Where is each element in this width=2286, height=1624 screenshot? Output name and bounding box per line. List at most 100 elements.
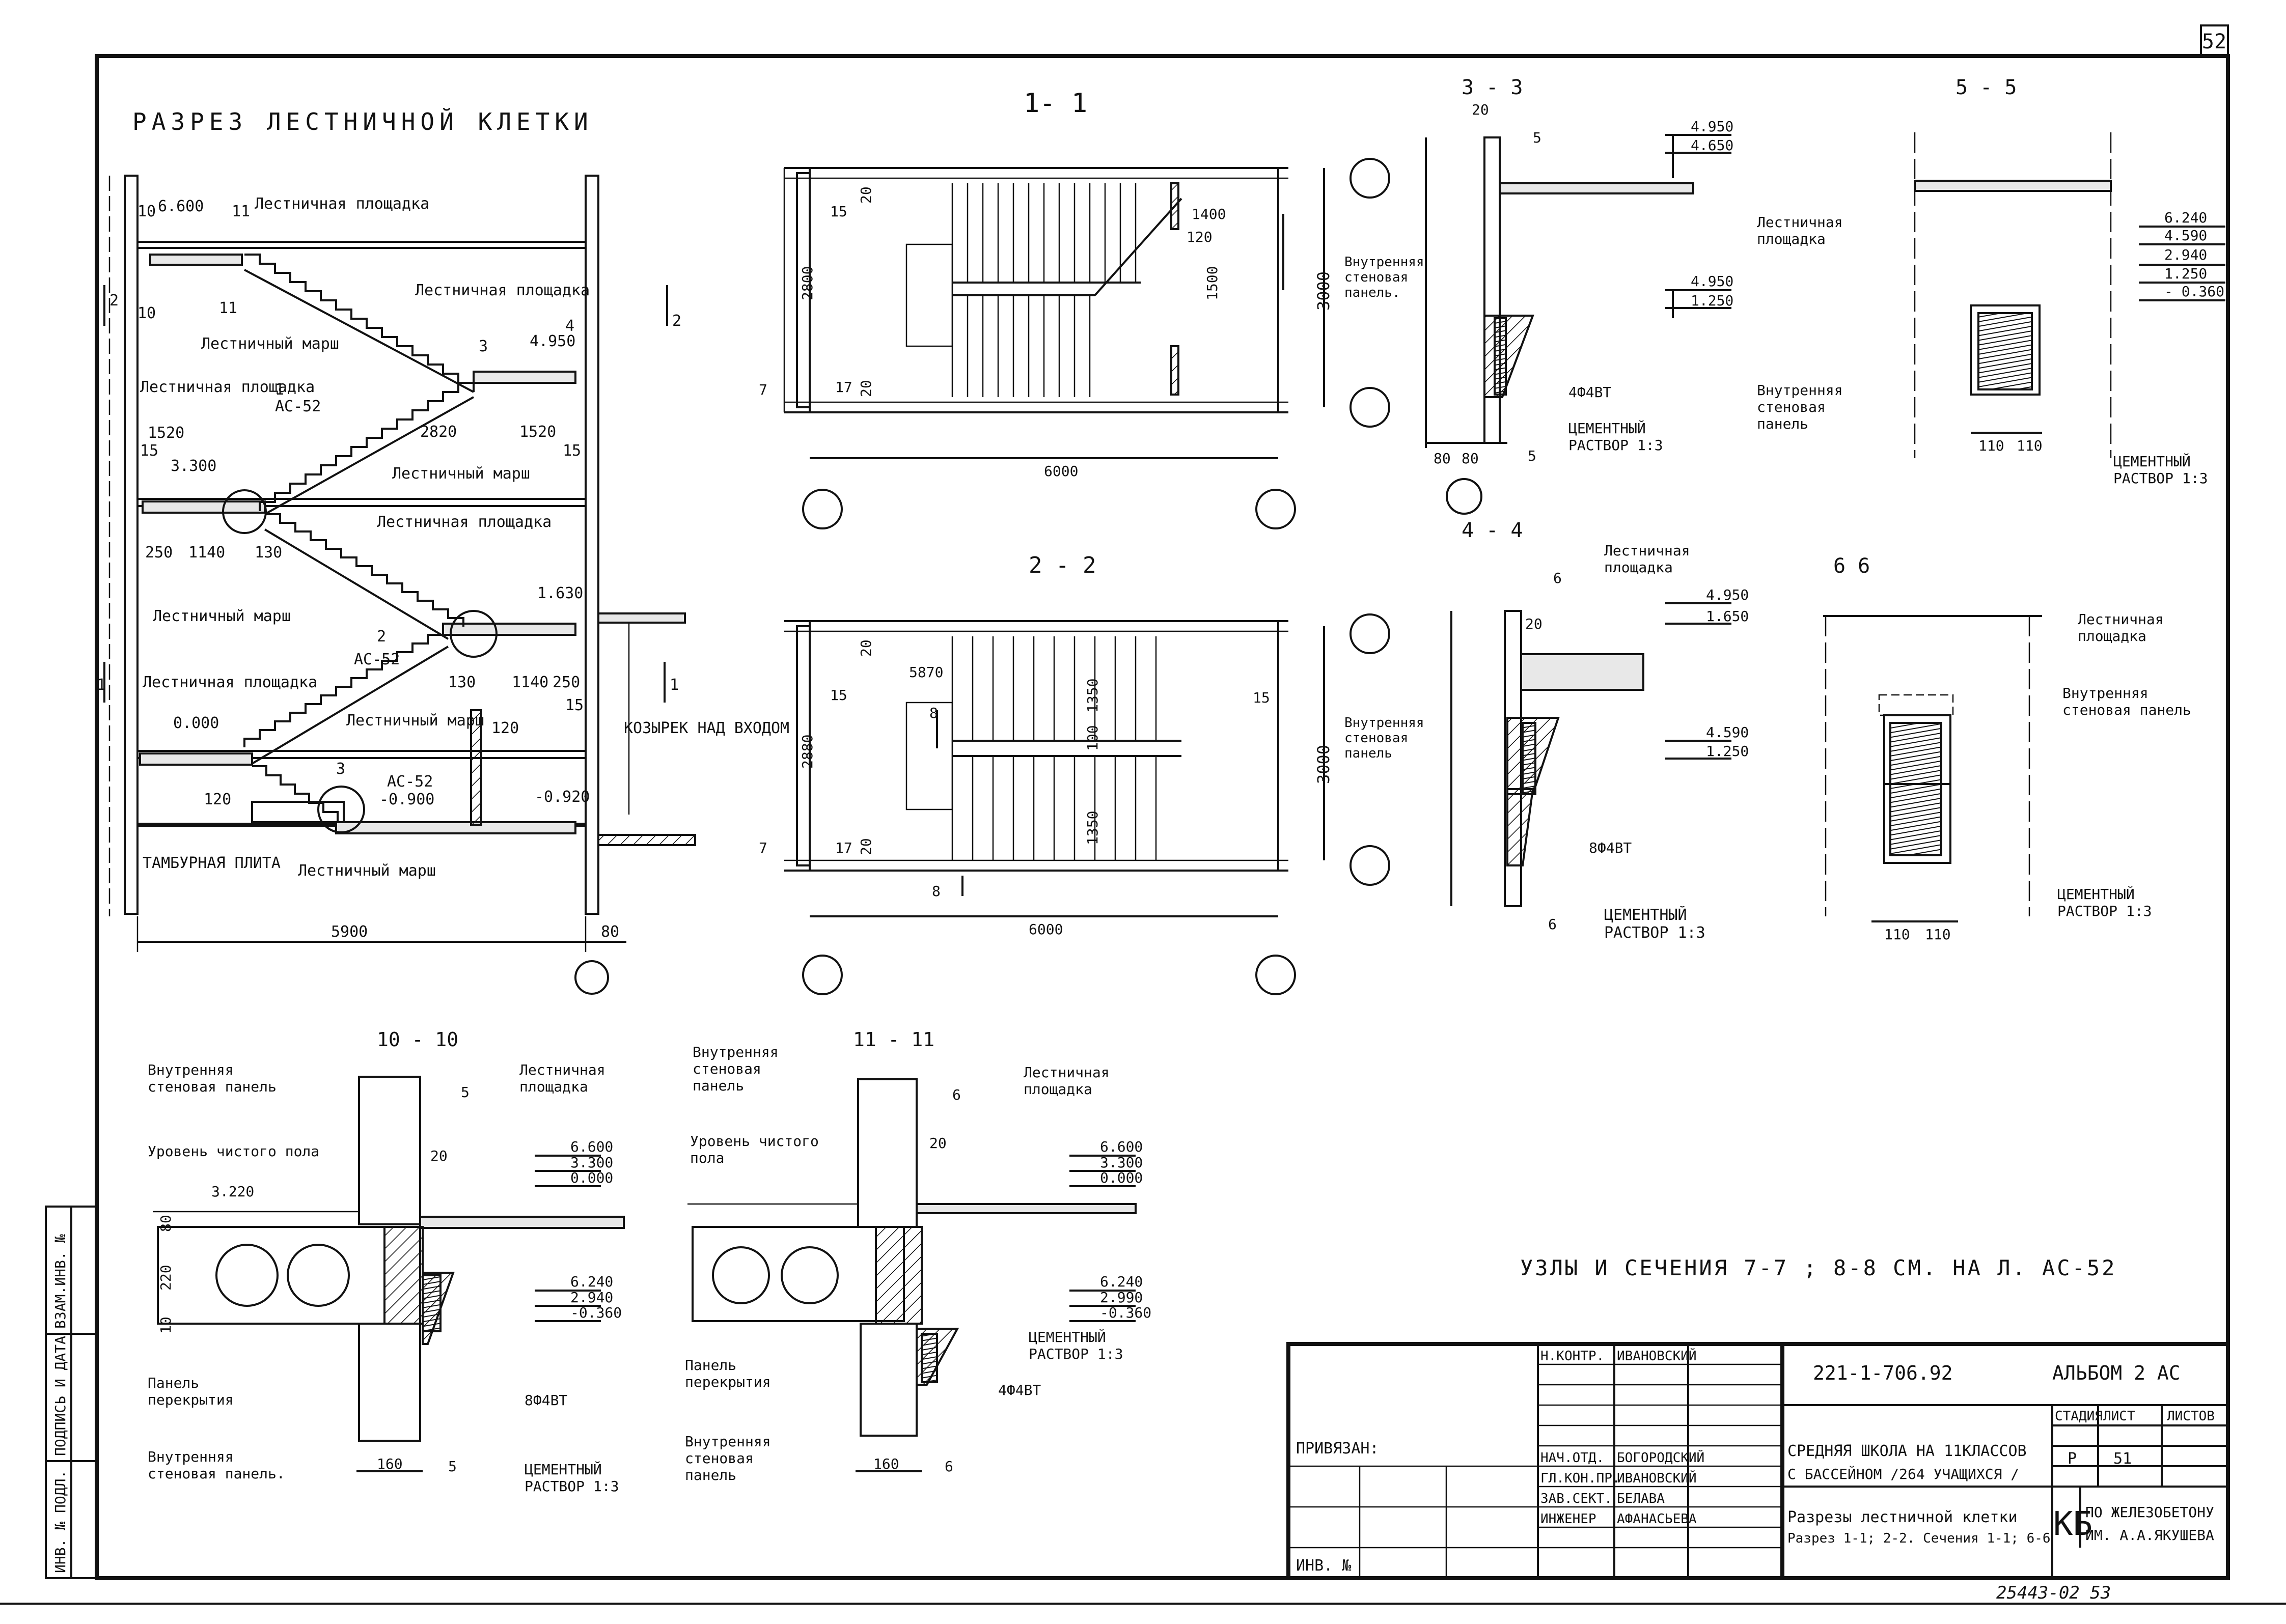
s1010-la1: 3.300 [570,1154,613,1171]
cut-1a: 1 [97,676,106,694]
s66-mortar: ЦЕМЕНТНЫЙ РАСТВОР 1:3 [2057,886,2152,919]
s1111-160: 160 [873,1455,899,1472]
num-10b: 10 [137,304,156,322]
s1010-panel-bot: Внутренняя стеновая панель. [148,1448,285,1482]
tb-stage-h: СТАДИЯ [2055,1409,2103,1424]
p11-17: 17 [835,379,852,396]
tb-drawing-2: Разрез 1-1; 2-2. Сечения 1-1; 6-6 [1787,1531,2051,1546]
p22-cut8: 8 [929,705,938,721]
s1111-mortar: ЦЕМЕНТНЫЙ РАСТВОР 1:3 [1029,1329,1123,1362]
s1010-10: 10 [157,1317,174,1334]
s55-mortar: ЦЕМЕНТНЫЙ РАСТВОР 1:3 [2113,453,2208,487]
s1010-160: 160 [377,1455,403,1472]
num-1: 1 [275,381,284,399]
label-platform-low: Лестничная площадка [143,674,317,691]
tb-org-code: КБ [2053,1505,2092,1543]
s44-lev3: 4.590 [1706,724,1749,741]
note-nodes: УЗЛЫ И СЕЧЕНИЯ 7-7 ; 8-8 СМ. НА Л. АС-52 [1520,1255,2116,1280]
label-flight-1: Лестничный марш [201,335,339,353]
title-block [1286,1342,2230,1580]
s1111-floor: Уровень чистого пола [690,1133,819,1166]
s66-110a: 110 [1884,926,1910,943]
label-flight-5: Лестничный марш [298,862,436,880]
dim-250b: 250 [553,674,580,691]
label-platform-left1: Лестничная площадка [140,378,315,396]
p11-120: 120 [1187,229,1213,245]
s44-panel: Внутренняя стеновая панель [1344,715,1424,761]
s33-lev2: 4.650 [1691,137,1733,154]
section-3-3 [1425,134,1731,515]
tb-role-2: ГЛ.КОН.ПР. [1540,1471,1620,1486]
title-10-10: 10 - 10 [377,1028,458,1051]
p22-17: 17 [835,839,852,856]
p11-2800: 2800 [799,266,816,300]
s44-lev2: 1.650 [1706,608,1749,625]
tb-org-1: ПО ЖЕЛЕЗОБЕТОНУ [2085,1504,2214,1521]
section-5-5 [1914,132,2225,458]
s1111-panel-bot: Внутренняя стеновая панель [685,1433,771,1483]
lev-4950: 4.950 [530,332,575,350]
tb-role-1: НАЧ.ОТД. [1540,1450,1604,1466]
tb-album: АЛЬБОМ 2 АС [2052,1362,2181,1384]
s55-platform: Лестничная площадка [1757,214,1843,247]
p22-100: 100 [1084,725,1101,751]
s55-lev3: 2.940 [2164,246,2207,263]
s44-20: 20 [1525,615,1543,632]
tb-sheet: 51 [2113,1450,2132,1468]
s44-lev1: 4.950 [1706,586,1749,603]
s66-110b: 110 [1925,926,1951,943]
section-6-6 [1823,615,2042,922]
strip-replace: ВЗАМ.ИНВ. № [52,1234,69,1329]
s1111-lb0: 6.240 [1100,1273,1143,1290]
ref-as52-b: АС-52 [354,651,400,668]
p22-3000: 3000 [1314,745,1333,784]
p22-15a: 15 [830,687,847,704]
s1111-20: 20 [929,1135,947,1152]
s1010-rebar: 8Ф4ВТ [525,1392,567,1409]
title-1-1: 1- 1 [1024,88,1087,119]
s55-lev5: - 0.360 [2164,283,2224,300]
s33-rebar: 4Ф4ВТ [1568,384,1611,401]
label-platform-top: Лестничная площадка [255,195,429,213]
s44-platform: Лестничная площадка [1604,542,1690,576]
p22-20b: 20 [858,838,874,855]
dim-250a: 250 [145,544,173,562]
p11-15: 15 [830,203,847,220]
s44-mortar: ЦЕМЕНТНЫЙ РАСТВОР 1:3 [1604,906,1705,942]
tb-role-0: Н.КОНТР. [1540,1349,1604,1364]
s1111-panel-top: Внутренняя стеновая панель [693,1044,779,1094]
num-10: 10 [137,203,156,220]
s33-80b: 80 [1462,450,1479,467]
dim-120a: 120 [491,719,519,737]
ref-as52-a: АС-52 [275,398,321,415]
cut-2a: 2 [672,312,681,330]
archive-stamp: 25443-02 53 [1996,1583,2111,1603]
s1010-lb1: 2.940 [570,1289,613,1306]
tb-project-1: СРЕДНЯЯ ШКОЛА НА 11КЛАССОВ [1787,1442,2027,1460]
tb-name-3: БЕЛАВА [1617,1491,1665,1506]
s55-110a: 110 [1978,437,2004,454]
sheet-frame: 52 [0,24,2286,1605]
cut-1b: 1 [670,676,679,694]
s1111-lb1: 2.990 [1100,1289,1143,1306]
ref-as52-c: АС-52 [387,773,433,791]
title-3-3: 3 - 3 [1462,76,1523,99]
p22-1350b: 1350 [1084,811,1101,845]
s1010-80: 80 [157,1215,174,1232]
title-11-11: 11 - 11 [853,1028,934,1051]
s66-platform: Лестничная площадка [2078,611,2164,645]
section-11-11 [687,1078,1137,1472]
s1010-220: 220 [157,1265,174,1291]
s1111-slab: Панель перекрытия [685,1357,771,1390]
plan-1-1 [783,158,1390,529]
s55-lev4: 1.250 [2164,265,2207,282]
p22-1350a: 1350 [1084,679,1101,713]
s1111-cut6: 6 [952,1086,961,1103]
label-platform-mid: Лестничная площадка [415,282,590,299]
p11-3000: 3000 [1314,271,1333,311]
p22-cut8b: 8 [932,883,941,900]
sheet-number: 52 [2202,30,2226,53]
s44-cut6b: 6 [1548,916,1557,933]
tb-org-2: ИМ. А.А.ЯКУШЕВА [2085,1527,2214,1544]
